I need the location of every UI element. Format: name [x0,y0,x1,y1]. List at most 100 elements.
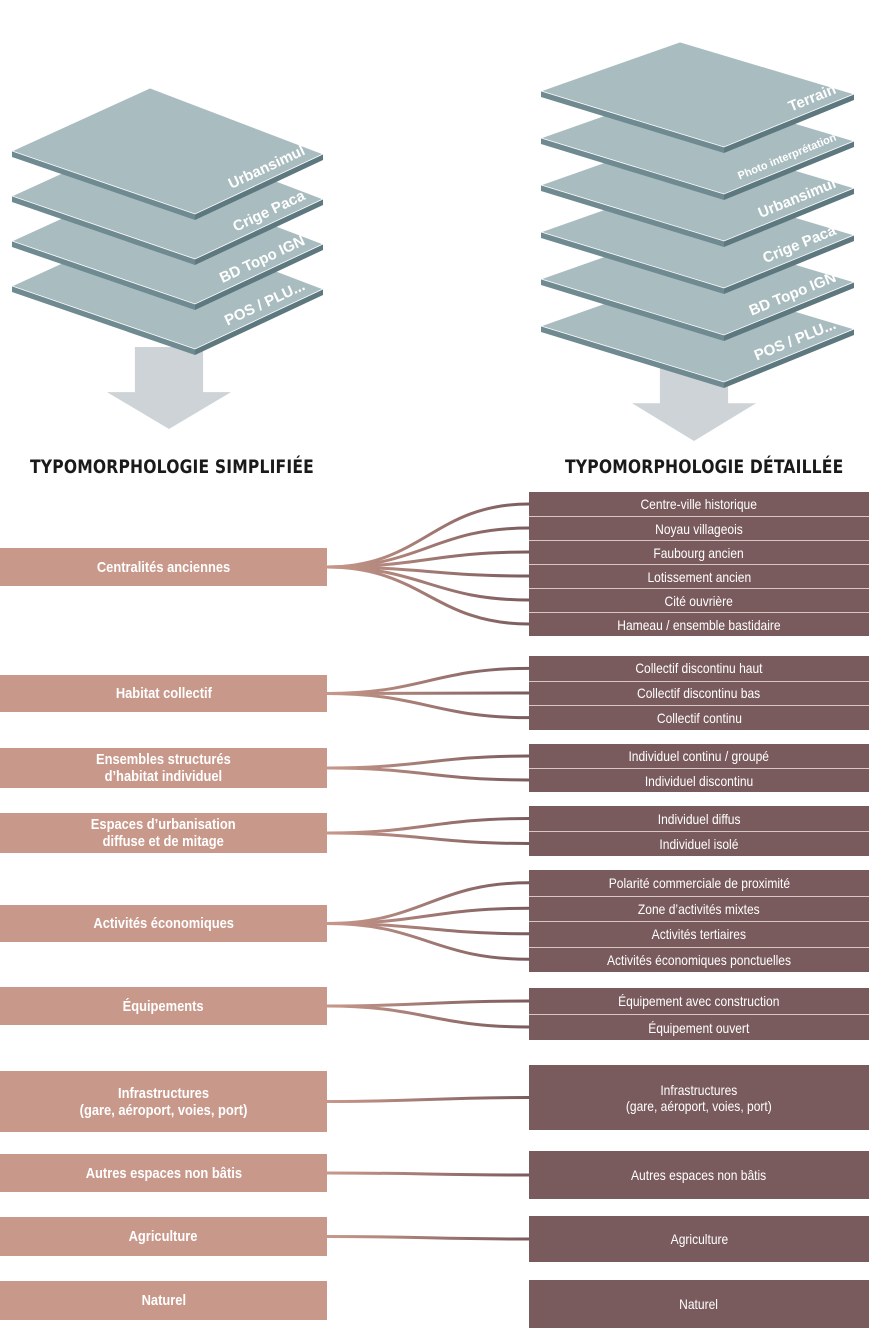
detailed-item-autres-espaces-non-batis: Autres espaces non bâtis [529,1151,869,1199]
detailed-item-individuel-continu-groupe: Individuel continu / groupé [529,744,869,768]
connector-line [326,831,530,845]
detailed-label: Individuel discontinu [644,772,754,789]
simplified-label: Naturel [141,1292,186,1309]
detailed-group-7: Infrastructures (gare, aéroport, voies, … [529,1065,869,1130]
connector-line [326,1171,530,1177]
detailed-label: Lotissement ancien [647,568,751,585]
connector-line [326,666,530,695]
detailed-label: Noyau villageois [655,520,743,537]
detailed-group-10: Naturel [529,1280,869,1328]
title-detailed: TYPOMORPHOLOGIE DÉTAILLÉE [565,456,844,478]
detailed-item-zone-d-activites-mixtes: Zone d’activités mixtes [529,895,869,921]
connector-line [326,766,530,782]
detailed-label: Autres espaces non bâtis [631,1167,767,1183]
detailed-label: Individuel isolé [659,836,739,852]
detailed-group-9: Agriculture [529,1216,869,1262]
detailed-item-equipement-ouvert: Équipement ouvert [529,1014,869,1040]
detailed-item-individuel-diffus: Individuel diffus [529,806,869,831]
detailed-item-naturel: Naturel [529,1280,869,1328]
simplified-box-ensembles-structures: Ensembles structurés d’habitat individue… [0,748,327,788]
connector-line [326,1004,530,1029]
detailed-label: Centre-ville historique [640,496,758,512]
detailed-group-8: Autres espaces non bâtis [529,1151,869,1199]
simplified-label: Activités économiques [93,915,234,932]
simplified-label: Agriculture [129,1228,198,1245]
simplified-box-naturel: Naturel [0,1281,327,1320]
detailed-item-centre-ville-historique: Centre-ville historique [529,492,869,516]
detailed-item-collectif-discontinu-bas: Collectif discontinu bas [529,680,869,706]
simplified-box-equipements: Équipements [0,987,327,1025]
detailed-label: Agriculture [670,1231,728,1247]
detailed-item-collectif-continu: Collectif continu [529,705,869,730]
down-arrow-left [107,347,231,429]
connector-line [326,1235,530,1241]
detailed-label: Collectif discontinu bas [637,685,761,702]
detailed-label: Cité ouvrière [664,592,734,609]
detailed-item-polarite-commerciale-de-proximite: Polarité commerciale de proximité [529,870,869,896]
detailed-label: Zone d’activités mixtes [638,900,760,917]
detailed-label: Équipement avec construction [618,993,780,1009]
detailed-item-lotissement-ancien: Lotissement ancien [529,564,869,588]
connector-line [326,922,530,961]
simplified-box-activites-economiques: Activités économiques [0,905,327,942]
right-layer-terrain: Terrain [539,41,856,153]
detailed-label: Équipement ouvert [648,1019,750,1036]
detailed-label: Collectif continu [656,710,742,727]
simplified-box-infrastructures: Infrastructures (gare, aéroport, voies, … [0,1071,327,1132]
simplified-label: Autres espaces non bâtis [85,1164,242,1182]
connector-line [326,565,530,626]
title-simplified: TYPOMORPHOLOGIE SIMPLIFIÉE [30,456,314,478]
detailed-item-individuel-isole: Individuel isolé [529,831,869,856]
simplified-label: Infrastructures (gare, aéroport, voies, … [79,1084,248,1119]
detailed-item-individuel-discontinu: Individuel discontinu [529,768,869,792]
connector-line [326,1096,530,1103]
detailed-label: Collectif discontinu haut [635,660,763,677]
simplified-label: Équipements [122,997,205,1015]
detailed-item-faubourg-ancien: Faubourg ancien [529,540,869,564]
detailed-label: Naturel [679,1296,719,1312]
simplified-label: Habitat collectif [115,685,212,702]
detailed-label: Faubourg ancien [653,544,745,561]
connector-line [326,692,530,720]
connector-line [326,999,530,1008]
detailed-item-noyau-villageois: Noyau villageois [529,516,869,540]
detailed-label: Activités tertiaires [651,926,747,943]
detailed-label: Infrastructures (gare, aéroport, voies, … [626,1081,772,1114]
left-layer-urbansimul: Urbansimul [10,87,325,220]
simplified-box-autres-espaces-non-batis: Autres espaces non bâtis [0,1154,327,1192]
detailed-item-collectif-discontinu-haut: Collectif discontinu haut [529,656,869,681]
connector-line [326,817,530,835]
detailed-item-activites-economiques-ponctuelles: Activités économiques ponctuelles [529,946,869,972]
detailed-item-equipement-avec-construction: Équipement avec construction [529,988,869,1014]
connector-line [326,754,530,770]
simplified-box-agriculture: Agriculture [0,1217,327,1256]
mapping-connectors [326,502,530,1241]
simplified-label: Ensembles structurés d’habitat individue… [96,751,231,785]
detailed-label: Individuel continu / groupé [628,748,770,764]
detailed-item-cite-ouvriere: Cité ouvrière [529,588,869,612]
detailed-label: Hameau / ensemble bastidaire [617,616,781,633]
detailed-item-activites-tertiaires: Activités tertiaires [529,921,869,947]
detailed-item-hameau-ensemble-bastidaire: Hameau / ensemble bastidaire [529,612,869,636]
connector-line [326,502,530,569]
detailed-label: Activités économiques ponctuelles [606,951,792,968]
simplified-label: Centralités anciennes [96,558,231,576]
detailed-item-infrastructures: Infrastructures (gare, aéroport, voies, … [529,1065,869,1130]
simplified-box-centralites-anciennes: Centralités anciennes [0,548,327,586]
simplified-box-habitat-collectif: Habitat collectif [0,675,327,712]
detailed-label: Individuel diffus [657,810,741,827]
detailed-item-agriculture: Agriculture [529,1216,869,1262]
detailed-label: Polarité commerciale de proximité [608,874,790,891]
simplified-box-espaces-d-urbanisation: Espaces d’urbanisation diffuse et de mit… [0,813,327,853]
simplified-label: Espaces d’urbanisation diffuse et de mit… [91,816,236,850]
